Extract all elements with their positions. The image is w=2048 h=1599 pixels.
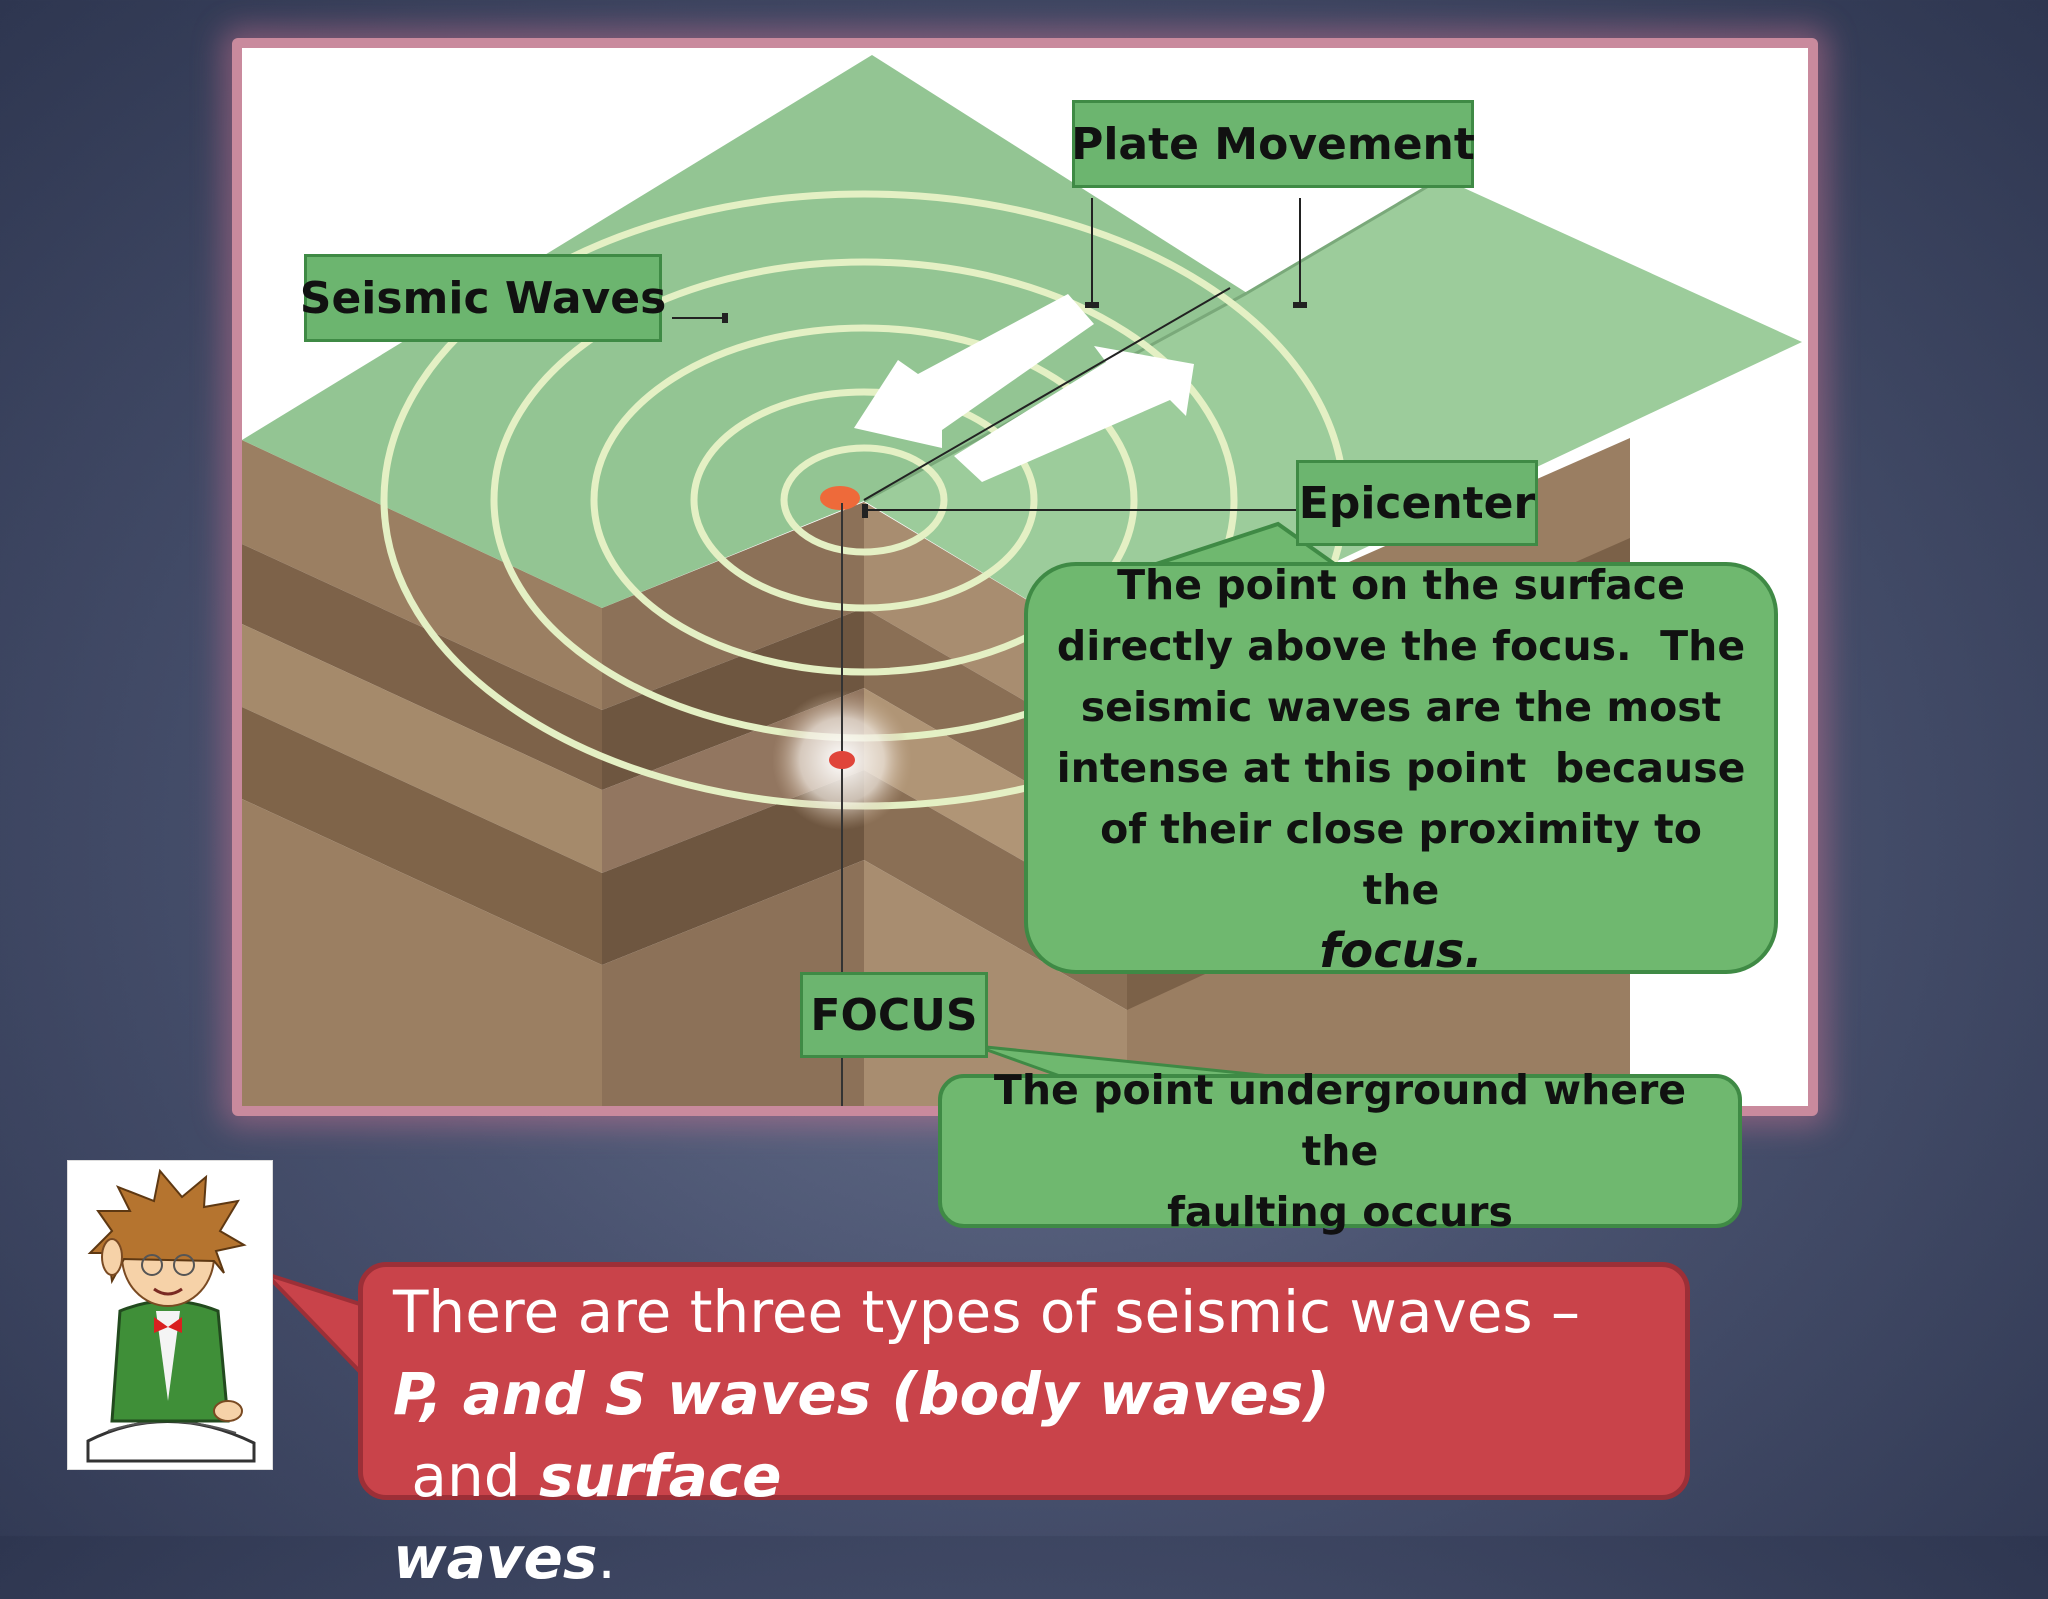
epicenter-callout-line: The point on the surface (1117, 560, 1685, 609)
plate-movement-arrows (854, 294, 1194, 482)
front-left-face (242, 440, 602, 1106)
focus-callout: The point underground where the faulting… (938, 1066, 1742, 1236)
leader-lines (672, 198, 1306, 511)
callout-tails (264, 521, 1347, 1383)
focus-dot (829, 751, 855, 769)
epicenter-callout-emphasis: focus. (1319, 922, 1483, 979)
epicenter-label: Epicenter (1296, 460, 1538, 546)
plate-movement-label-text: Plate Movement (1071, 118, 1475, 170)
seismic-waves-label: Seismic Waves (300, 254, 666, 342)
speech-line-2: P, and S waves (body waves) and surface (393, 1353, 1657, 1517)
slide: Seismic Waves Plate Movement Epicenter F… (67, 38, 1818, 1592)
epicenter-callout-line: seismic waves are the most (1080, 682, 1722, 731)
epicenter-callout: The point on the surface directly above … (1024, 561, 1778, 979)
waves-text: waves (393, 1524, 598, 1592)
epicenter-callout-line: intense at this point because (1056, 743, 1746, 792)
surface-text: surface (539, 1442, 782, 1510)
and-text: and (393, 1442, 539, 1510)
ground-surface (242, 55, 1802, 660)
arrow-left-icon (854, 294, 1094, 448)
focus-callout-line: The point underground where the (993, 1065, 1687, 1175)
epicenter-dot (820, 486, 860, 510)
speech-bubble: There are three types of seismic waves –… (358, 1262, 1690, 1592)
plate-movement-label: Plate Movement (1071, 100, 1475, 188)
professor-mascot-icon (86, 1168, 256, 1463)
focus-callout-line: faulting occurs (1167, 1187, 1513, 1236)
seismic-waves-label-text: Seismic Waves (299, 272, 667, 324)
epicenter-label-text: Epicenter (1298, 477, 1536, 529)
epicenter-callout-line: directly above the focus. The (1056, 621, 1746, 670)
focus-label-text: FOCUS (810, 989, 978, 1041)
speech-line-3: waves. (393, 1517, 1657, 1599)
epicenter-callout-line: of their close proximity to the (1100, 804, 1702, 914)
body-waves-text: P, and S waves (body waves) (393, 1360, 1330, 1428)
professor-mascot-image (67, 1160, 273, 1470)
arrow-right-icon (954, 346, 1194, 482)
period-text: . (597, 1524, 616, 1592)
focus-label: FOCUS (800, 972, 988, 1058)
speech-line-1: There are three types of seismic waves – (393, 1278, 1581, 1346)
